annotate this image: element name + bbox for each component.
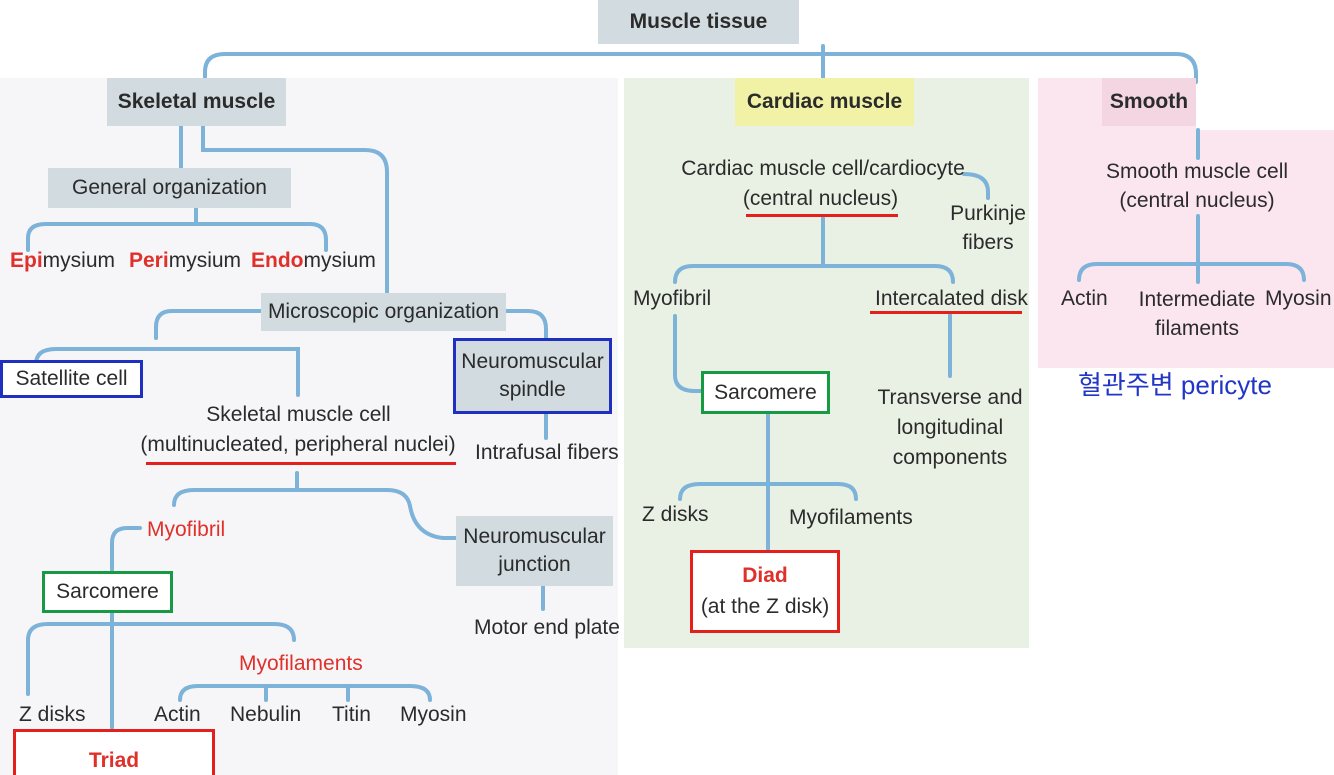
smooth-muscle-header: Smooth [1102,78,1196,126]
smooth-cell-line1: Smooth muscle cell [1105,160,1289,183]
cardiac-sarcomere-box: Sarcomere [701,371,830,414]
cardiac-cell-underline [746,214,898,217]
diad-label: Diad [742,564,788,588]
cardiac-myofilaments-label: Myofilaments [789,506,913,529]
skeletal-z-disks-label: Z disks [19,703,86,726]
cardiac-myofibril-label: Myofibril [633,287,712,310]
skeletal-sarcomere-box: Sarcomere [42,571,173,613]
titin-label: Titin [332,703,371,726]
cardiac-sarcomere-label: Sarcomere [714,380,817,404]
neuromuscular-spindle-box: Neuromuscular spindle [453,338,612,414]
neuromuscular-junction-box: Neuromuscular junction [456,516,613,586]
diad-sub-label: (at the Z disk) [700,594,830,618]
intermediate-filaments-label: Intermediate filaments [1134,286,1260,344]
microscopic-organization-label: Microscopic organization [267,300,500,324]
skeletal-myofibril-label: Myofibril [147,518,226,541]
peri-suffix: mysium [168,249,242,272]
neuromuscular-junction-line1: Neuromuscular [463,524,606,548]
transverse-line2: longitudinal [896,416,1004,440]
cardiac-cell-line1: Cardiac muscle cell/cardiocyte [681,157,965,180]
triad-label: Triad [88,749,140,772]
neuromuscular-spindle-line2: spindle [499,378,566,401]
cardiac-header-label: Cardiac muscle [746,90,903,113]
skeletal-myosin-label: Myosin [400,703,467,726]
smooth-cell-line2: (central nucleus) [1119,189,1275,212]
skeletal-muscle-header: Skeletal muscle [107,78,286,126]
neuromuscular-spindle-line1: Neuromuscular [461,349,604,373]
pericyte-note: 혈관주변 pericyte [1078,370,1272,400]
general-organization-box: General organization [48,168,291,208]
skeletal-actin-label: Actin [154,703,201,726]
intercalated-disk-underline [870,311,1022,314]
skeletal-cell-underline [146,462,456,465]
smooth-actin-label: Actin [1061,287,1108,310]
skeletal-myofilaments-label: Myofilaments [239,652,363,675]
epimysium-label: Epimysium [10,248,115,273]
microscopic-organization-box: Microscopic organization [261,293,506,331]
transverse-longitudinal-label: Transverse and longitudinal components [870,383,1030,473]
general-organization-label: General organization [72,176,267,200]
smooth-panel-notch [1196,78,1334,130]
root-label: Muscle tissue [629,10,768,34]
satellite-cell-box: Satellite cell [0,360,143,398]
cardiac-muscle-header: Cardiac muscle [735,78,914,126]
purkinje-line1: Purkinje [950,202,1026,225]
cardiac-z-disks-label: Z disks [642,503,709,526]
smooth-myosin-label: Myosin [1265,287,1332,310]
motor-end-plate-label: Motor end plate [474,616,620,639]
intercalated-disk-label: Intercalated disk [875,287,1028,310]
diad-box: Diad (at the Z disk) [690,550,840,633]
transverse-line1: Transverse and [877,386,1023,409]
endo-suffix: mysium [303,249,376,272]
intermediate-line1: Intermediate [1138,288,1256,311]
intermediate-line2: filaments [1154,316,1240,340]
endomysium-label: Endomysium [251,248,376,273]
skeletal-muscle-cell-line1: Skeletal muscle cell [206,403,391,426]
purkinje-line2: fibers [962,230,1014,254]
endo-prefix: Endo [251,249,304,272]
purkinje-fibers-label: Purkinje fibers [943,200,1033,258]
peri-prefix: Peri [129,249,169,272]
perimysium-label: Perimysium [129,248,241,273]
triad-box: Triad [13,729,215,775]
epi-suffix: mysium [42,249,116,272]
nebulin-label: Nebulin [230,703,302,726]
intrafusal-fibers-label: Intrafusal fibers [475,441,619,464]
skeletal-muscle-cell-line2: (multinucleated, peripheral nuclei) [140,433,456,456]
skeletal-sarcomere-label: Sarcomere [56,580,159,604]
muscle-tissue-root: Muscle tissue [598,0,799,44]
cardiac-cell-line2: (central nucleus) [742,187,899,210]
transverse-line3: components [892,446,1008,470]
epi-prefix: Epi [10,249,43,272]
neuromuscular-junction-line2: junction [498,553,571,576]
skeletal-header-label: Skeletal muscle [117,90,276,113]
satellite-cell-label: Satellite cell [15,367,128,391]
smooth-header-label: Smooth [1109,90,1189,113]
